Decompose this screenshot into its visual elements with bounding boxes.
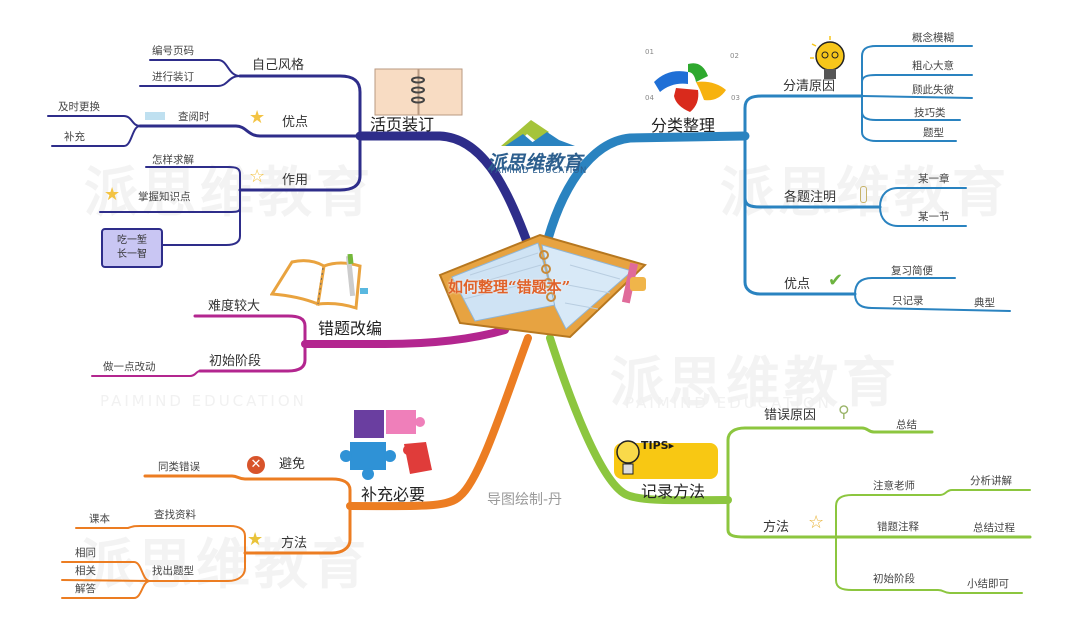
proverb-text: 吃一堑 长一智 — [117, 235, 147, 260]
leaf[interactable]: 某一节 — [918, 211, 950, 223]
leaf[interactable]: 技巧类 — [914, 107, 946, 119]
cycle-number: 02 — [730, 52, 739, 60]
node-advantage[interactable]: 优点 — [282, 115, 309, 130]
cycle-number: 01 — [645, 48, 654, 56]
center-title: 如何整理“错题本” — [448, 278, 571, 296]
leaf[interactable]: 概念模糊 — [912, 32, 954, 44]
watermark: 派思维教育 — [720, 161, 1010, 224]
open-planner-notebook-icon — [438, 233, 647, 339]
leaf[interactable]: 怎样求解 — [152, 154, 194, 166]
leaf[interactable]: 总结过程 — [973, 522, 1015, 534]
branch-label-gaibian[interactable]: 错题改编 — [318, 319, 383, 338]
watermark-sub: PAIMIND EDUCATION — [625, 394, 832, 412]
leaf[interactable]: 错题注释 — [877, 521, 919, 533]
leaf[interactable]: 编号页码 — [152, 45, 194, 57]
leaf[interactable]: 小结即可 — [967, 578, 1009, 590]
checkmark-icon: ✔ — [828, 270, 844, 291]
leaf[interactable]: 初始阶段 — [209, 354, 262, 369]
node-advantage-fenlei[interactable]: 优点 — [784, 277, 811, 292]
watermark-sub: PAIMIND EDUCATION — [100, 392, 307, 410]
brand-subtitle: PAIMIND EDUCATION — [490, 166, 587, 176]
node-method-buchong[interactable]: 方法 — [281, 536, 308, 551]
node-style[interactable]: 自己风格 — [252, 58, 305, 73]
watermark: 派思维教育 — [84, 161, 374, 224]
leaf[interactable]: 题型 — [923, 127, 944, 139]
leaf[interactable]: 课本 — [89, 513, 110, 525]
cycle-number: 03 — [731, 94, 740, 102]
star-outline-icon: ☆ — [808, 512, 825, 533]
leaf[interactable]: 注意老师 — [873, 480, 915, 492]
watermark: 派思维教育 — [610, 351, 900, 414]
leaf[interactable]: 补充 — [64, 131, 85, 143]
tips-label: TIPS▸ — [641, 439, 675, 452]
leaf[interactable]: 进行装订 — [152, 71, 194, 83]
leaf[interactable]: 分析讲解 — [970, 475, 1012, 487]
proverb-box[interactable]: 吃一堑 长一智 — [101, 228, 163, 268]
leaf[interactable]: 相同 — [75, 547, 96, 559]
leaf[interactable]: 及时更换 — [58, 101, 100, 113]
tips-lightbulb-icon — [616, 440, 640, 475]
star-filled-icon: ★ — [247, 529, 264, 550]
star-filled-icon: ★ — [249, 107, 266, 128]
branch-label-fenlei[interactable]: 分类整理 — [651, 116, 716, 135]
node-method-jilu[interactable]: 方法 — [763, 520, 790, 535]
node-avoid[interactable]: 避免 — [279, 457, 306, 472]
open-notebook-pen-icon — [270, 254, 368, 311]
colorful-arrows-cycle-icon — [654, 63, 726, 112]
leaf[interactable]: 查阅时 — [178, 111, 210, 123]
node-note[interactable]: 各题注明 — [784, 190, 837, 205]
branch-label-jilu[interactable]: 记录方法 — [641, 482, 706, 501]
node-reason-jilu[interactable]: 错误原因 — [764, 408, 817, 423]
puzzle-pieces-icon — [340, 410, 432, 480]
paperclip-icon — [860, 186, 867, 203]
leaf[interactable]: 做一点改动 — [103, 361, 156, 373]
leaf[interactable]: 某一章 — [918, 173, 950, 185]
leaf[interactable]: 难度较大 — [208, 299, 261, 314]
leaf[interactable]: 找出题型 — [152, 565, 194, 577]
star-filled-icon: ★ — [104, 184, 121, 205]
magnifier-icon: ⚲ — [838, 402, 850, 421]
node-use[interactable]: 作用 — [282, 173, 309, 188]
node-reason[interactable]: 分清原因 — [783, 79, 836, 94]
leaf[interactable]: 解答 — [75, 583, 96, 595]
star-outline-icon: ☆ — [249, 166, 266, 187]
credit-text: 导图绘制-丹 — [487, 492, 563, 508]
leaf[interactable]: 同类错误 — [158, 461, 200, 473]
leaf[interactable]: 相关 — [75, 565, 96, 577]
leaf[interactable]: 只记录 — [892, 295, 924, 307]
brand-logo-icon — [501, 120, 575, 146]
watermark: 派思维教育 — [80, 533, 370, 596]
lightbulb-thinking-icon — [810, 36, 845, 79]
leaf[interactable]: 总结 — [896, 419, 917, 431]
leaf[interactable]: 典型 — [974, 297, 995, 309]
branch-label-huoye[interactable]: 活页装订 — [370, 115, 435, 134]
brand-name: 派思维教育 — [487, 152, 583, 174]
leaf[interactable]: 粗心大意 — [912, 60, 954, 72]
leaf[interactable]: 复习简便 — [891, 265, 933, 277]
card-icon — [145, 112, 165, 120]
leaf[interactable]: 掌握知识点 — [138, 191, 191, 203]
cycle-number: 04 — [645, 94, 654, 102]
ring-binder-icon — [374, 68, 463, 116]
branch-label-buchong[interactable]: 补充必要 — [361, 485, 426, 504]
leaf[interactable]: 初始阶段 — [873, 573, 915, 585]
x-circle-icon: ✕ — [247, 456, 265, 474]
leaf[interactable]: 顾此失彼 — [912, 84, 954, 96]
leaf[interactable]: 查找资料 — [154, 509, 196, 521]
